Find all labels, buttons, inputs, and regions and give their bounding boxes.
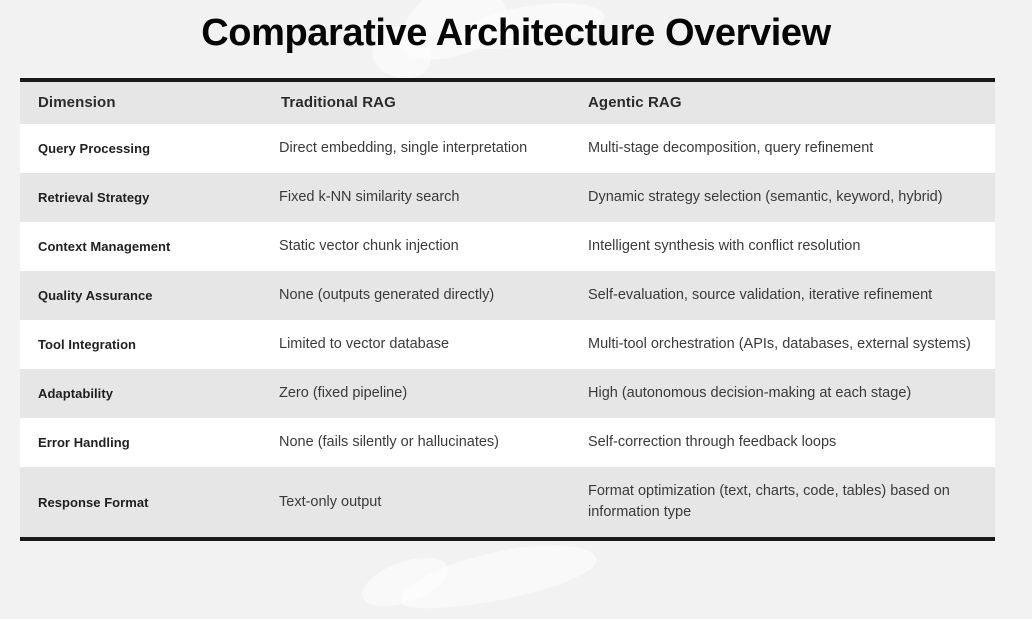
table-row: Tool Integration Limited to vector datab… — [20, 320, 995, 369]
cell-traditional: Text-only output — [263, 467, 570, 537]
cell-agentic: Self-evaluation, source validation, iter… — [570, 271, 995, 320]
column-header-agentic-rag: Agentic RAG — [570, 82, 995, 124]
table-header: Dimension Traditional RAG Agentic RAG — [20, 82, 995, 124]
table-row: Error Handling None (fails silently or h… — [20, 418, 995, 467]
cell-dimension: Tool Integration — [20, 320, 263, 369]
table-header-row: Dimension Traditional RAG Agentic RAG — [20, 82, 995, 124]
comparison-table-container: Dimension Traditional RAG Agentic RAG Qu… — [20, 78, 995, 541]
cell-agentic: Multi-tool orchestration (APIs, database… — [570, 320, 995, 369]
table-body: Query Processing Direct embedding, singl… — [20, 124, 995, 537]
page-title: Comparative Architecture Overview — [201, 12, 831, 54]
cell-agentic: High (autonomous decision-making at each… — [570, 369, 995, 418]
table-row: Quality Assurance None (outputs generate… — [20, 271, 995, 320]
cell-dimension: Response Format — [20, 467, 263, 537]
cell-agentic: Multi-stage decomposition, query refinem… — [570, 124, 995, 173]
table-row: Response Format Text-only output Format … — [20, 467, 995, 537]
cell-dimension: Retrieval Strategy — [20, 173, 263, 222]
table-row: Retrieval Strategy Fixed k-NN similarity… — [20, 173, 995, 222]
cell-traditional: Zero (fixed pipeline) — [263, 369, 570, 418]
comparison-table: Dimension Traditional RAG Agentic RAG Qu… — [20, 82, 995, 537]
cell-traditional: Limited to vector database — [263, 320, 570, 369]
cell-dimension: Error Handling — [20, 418, 263, 467]
cell-dimension: Query Processing — [20, 124, 263, 173]
table-row: Context Management Static vector chunk i… — [20, 222, 995, 271]
column-header-traditional-rag: Traditional RAG — [263, 82, 570, 124]
cell-agentic: Dynamic strategy selection (semantic, ke… — [570, 173, 995, 222]
cell-traditional: Static vector chunk injection — [263, 222, 570, 271]
table-row: Query Processing Direct embedding, singl… — [20, 124, 995, 173]
cell-agentic: Format optimization (text, charts, code,… — [570, 467, 995, 537]
watermark-shape-bottom-a — [395, 533, 601, 619]
cell-traditional: Fixed k-NN similarity search — [263, 173, 570, 222]
column-header-dimension: Dimension — [20, 82, 263, 124]
cell-traditional: Direct embedding, single interpretation — [263, 124, 570, 173]
cell-dimension: Context Management — [20, 222, 263, 271]
cell-dimension: Quality Assurance — [20, 271, 263, 320]
watermark-shape-bottom-b — [355, 547, 455, 617]
cell-dimension: Adaptability — [20, 369, 263, 418]
cell-traditional: None (fails silently or hallucinates) — [263, 418, 570, 467]
cell-agentic: Intelligent synthesis with conflict reso… — [570, 222, 995, 271]
table-row: Adaptability Zero (fixed pipeline) High … — [20, 369, 995, 418]
cell-agentic: Self-correction through feedback loops — [570, 418, 995, 467]
cell-traditional: None (outputs generated directly) — [263, 271, 570, 320]
